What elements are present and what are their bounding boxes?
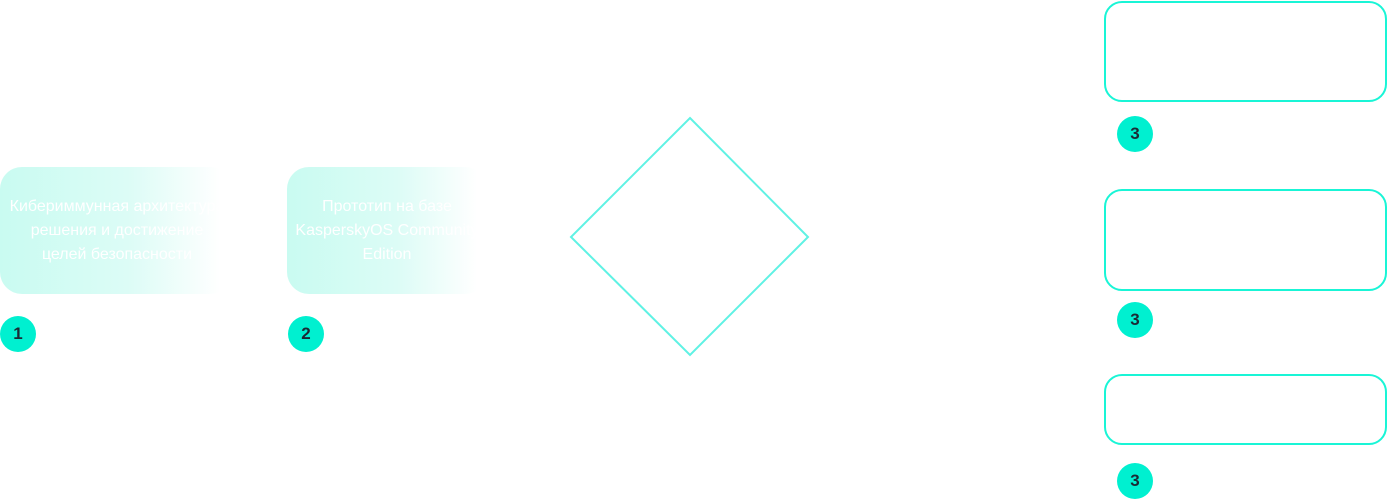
outcome-box-1: [1104, 1, 1387, 102]
step-card-2: Прототип на базе KasperskyOS Community E…: [287, 167, 487, 294]
outcome-badge-1: 3: [1117, 116, 1153, 152]
step-badge-2: 2: [288, 316, 324, 352]
outcome-box-2: [1104, 189, 1387, 291]
outcome-badge-2: 3: [1117, 302, 1153, 338]
decision-diamond: [569, 116, 810, 357]
step-card-2-text: Прототип на базе KasperskyOS Community E…: [295, 197, 479, 263]
step-card-1-text: Кибериммунная архитектура решения и дост…: [9, 197, 225, 263]
step-card-1: Кибериммунная архитектура решения и дост…: [0, 167, 232, 294]
outcome-badge-3: 3: [1117, 463, 1153, 499]
decision-diamond-shape: [569, 116, 810, 357]
outcome-box-3: [1104, 374, 1387, 445]
step-badge-1: 1: [0, 316, 36, 352]
